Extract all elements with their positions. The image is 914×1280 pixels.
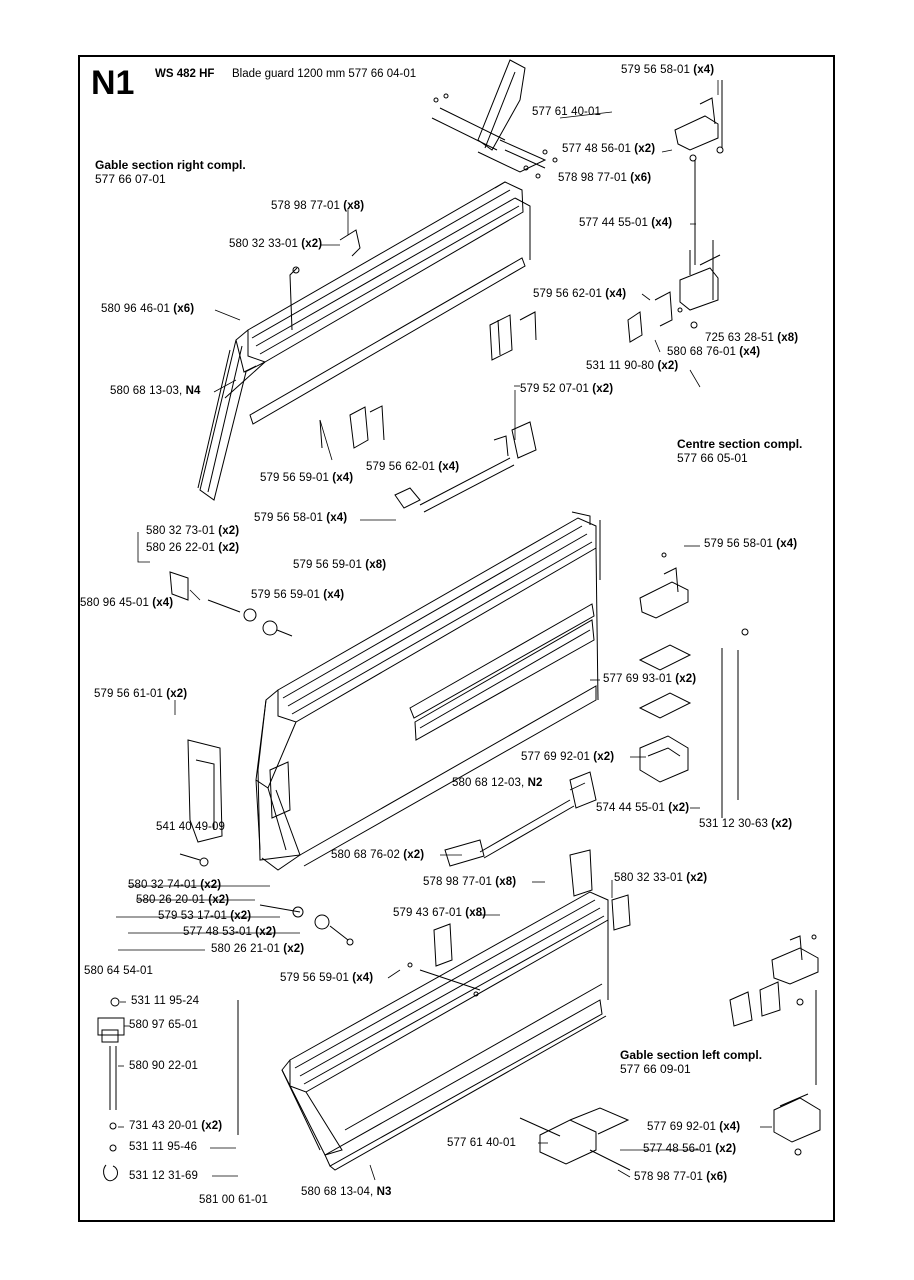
section-title: Gable section left compl. [620,1048,763,1062]
top-support-drawing [431,59,724,300]
lower-brackets-drawing [519,934,821,1171]
part-callout: 580 32 33-01 (x2) [229,238,323,250]
part-callout: 578 98 77-01 (x8) [423,876,517,888]
part-callout: 580 26 22-01 (x2) [146,542,240,554]
part-callout: 580 32 33-01 (x2) [614,872,708,884]
part-callout: 579 56 59-01 (x4) [280,972,374,984]
part-callout: 578 98 77-01 (x6) [634,1171,728,1183]
part-callout: 579 53 17-01 (x2) [158,910,252,922]
part-callout: 580 26 20-01 (x2) [136,894,230,906]
part-callout: 580 68 13-03, N4 [110,385,201,397]
part-callout: 580 68 76-02 (x2) [331,849,425,861]
part-callout: 577 44 55-01 (x4) [579,217,673,229]
part-callout: 577 69 93-01 (x2) [603,673,697,685]
part-callout: 731 43 20-01 (x2) [129,1120,223,1132]
part-callout: 577 48 53-01 (x2) [183,926,277,938]
diagram-frame [78,55,835,1222]
section-part: 577 66 09-01 [620,1062,691,1076]
leader-lines [116,80,772,1181]
section-centre: Centre section compl. 577 66 05-01 [677,437,802,465]
part-callout: 579 56 62-01 (x4) [533,288,627,300]
part-callout: 579 56 58-01 (x4) [704,538,798,550]
part-callout: 580 90 22-01 [129,1060,198,1072]
part-callout: 578 98 77-01 (x6) [558,172,652,184]
part-callout: 579 56 62-01 (x4) [366,461,460,473]
part-callout: 579 56 58-01 (x4) [621,64,715,76]
gable-section-left-drawing [281,849,631,1171]
centre-brackets-drawing [638,552,749,818]
part-callout: 577 69 92-01 (x2) [521,751,615,763]
diagram-title: Blade guard 1200 mm 577 66 04-01 [232,68,417,80]
part-callout: 580 96 45-01 (x4) [80,597,174,609]
part-callout: 580 68 12-03, N2 [452,777,543,789]
part-callout: 577 48 56-01 (x2) [643,1143,737,1155]
hinge-hardware-drawing [169,421,597,946]
section-title: Gable section right compl. [95,158,246,172]
support-leg-drawing [97,997,239,1182]
part-callout: 531 11 95-46 [129,1141,198,1153]
part-callout: 580 68 13-04, N3 [301,1186,392,1198]
part-callout: 581 00 61-01 [199,1194,268,1206]
section-gable-right: Gable section right compl. 577 66 07-01 [95,158,246,186]
part-callout: 531 11 95-24 [131,995,200,1007]
part-callout: 580 96 46-01 (x6) [101,303,195,315]
part-callout: 579 52 07-01 (x2) [520,383,614,395]
part-callout: 579 56 59-01 (x4) [251,589,345,601]
part-callout: 577 61 40-01 [532,106,601,118]
part-callout: 531 12 31-69 [129,1170,198,1182]
part-callout: 579 56 61-01 (x2) [94,688,188,700]
centre-section-drawing [255,511,601,871]
part-callout: 580 64 54-01 [84,965,153,977]
part-callout: 577 48 56-01 (x2) [562,143,656,155]
gable-section-right-drawing [197,181,537,501]
part-callout: 531 12 30-63 (x2) [699,818,793,830]
part-callout: 579 56 59-01 (x8) [293,559,387,571]
section-title: Centre section compl. [677,437,803,451]
part-callout: 579 56 59-01 (x4) [260,472,354,484]
part-callout: 577 69 92-01 (x4) [647,1121,741,1133]
part-callout: 725 63 28-51 (x8) [705,332,799,344]
part-callout: 579 56 58-01 (x4) [254,512,348,524]
part-callout: 578 98 77-01 (x8) [271,200,365,212]
section-part: 577 66 05-01 [677,451,748,465]
section-part: 577 66 07-01 [95,172,166,186]
section-gable-left: Gable section left compl. 577 66 09-01 [620,1048,762,1076]
part-callout: 580 68 76-01 (x4) [667,346,761,358]
part-callout: 541 40 49-09 [156,821,225,833]
part-callout: 580 97 65-01 [129,1019,198,1031]
part-callout: 580 32 73-01 (x2) [146,525,240,537]
part-callout: 580 32 74-01 (x2) [128,879,222,891]
right-bracket-drawing [627,250,721,343]
part-callout: 574 44 55-01 (x2) [596,802,690,814]
part-callout: 531 11 90-80 (x2) [586,360,679,372]
part-callout: 580 26 21-01 (x2) [211,943,305,955]
diagram-code: N1 [91,64,135,102]
part-callout: 577 61 40-01 [447,1137,516,1149]
model-name: WS 482 HF [155,68,215,80]
part-callout: 579 43 67-01 (x8) [393,907,487,919]
